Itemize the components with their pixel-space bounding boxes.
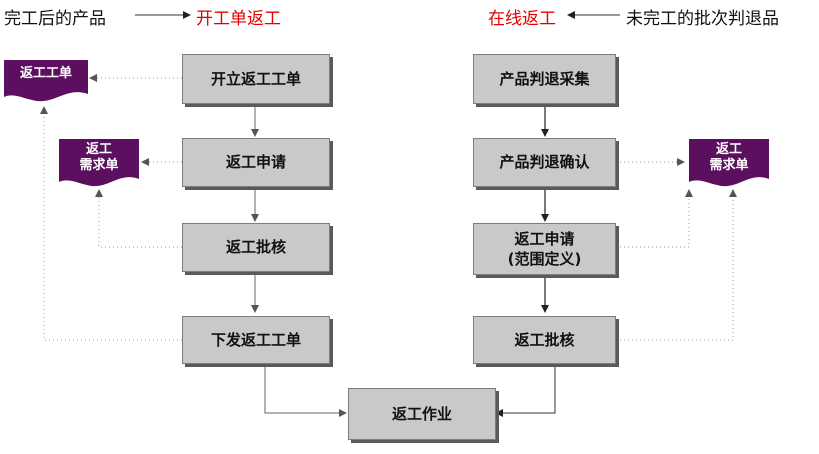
- right-step-reject-confirmation: 产品判退确认: [473, 138, 616, 187]
- document-icon: [4, 60, 88, 102]
- header-left-source: 完工后的产品: [4, 9, 106, 29]
- right-step-rework-approval: 返工批核: [473, 316, 616, 364]
- left-step-rework-approval: 返工批核: [182, 223, 330, 272]
- left-step-issue-rework-order: 下发返工工单: [182, 316, 330, 364]
- right-step-rework-request-scope: 返工申请 (范围定义): [473, 223, 616, 275]
- header-left-target: 开工单返工: [196, 9, 281, 29]
- document-rework-request-left-label: 返工 需求单: [79, 142, 119, 174]
- right-step-reject-collection: 产品判退采集: [473, 54, 616, 104]
- header-right-target: 在线返工: [488, 9, 556, 29]
- header-right-source: 未完工的批次判退品: [626, 9, 779, 29]
- document-icon: [59, 139, 139, 187]
- merge-step-rework-operation: 返工作业: [348, 388, 496, 440]
- document-rework-request-left: 返工 需求单: [59, 139, 139, 189]
- left-step-open-rework-order: 开立返工工单: [182, 54, 330, 104]
- document-rework-request-right-label: 返工 需求单: [709, 142, 749, 174]
- document-icon: [689, 139, 769, 187]
- left-step-rework-request: 返工申请: [182, 138, 330, 187]
- document-rework-request-right: 返工 需求单: [689, 139, 769, 189]
- document-rework-order-label: 返工工单: [19, 66, 72, 81]
- document-rework-order: 返工工单: [4, 60, 88, 104]
